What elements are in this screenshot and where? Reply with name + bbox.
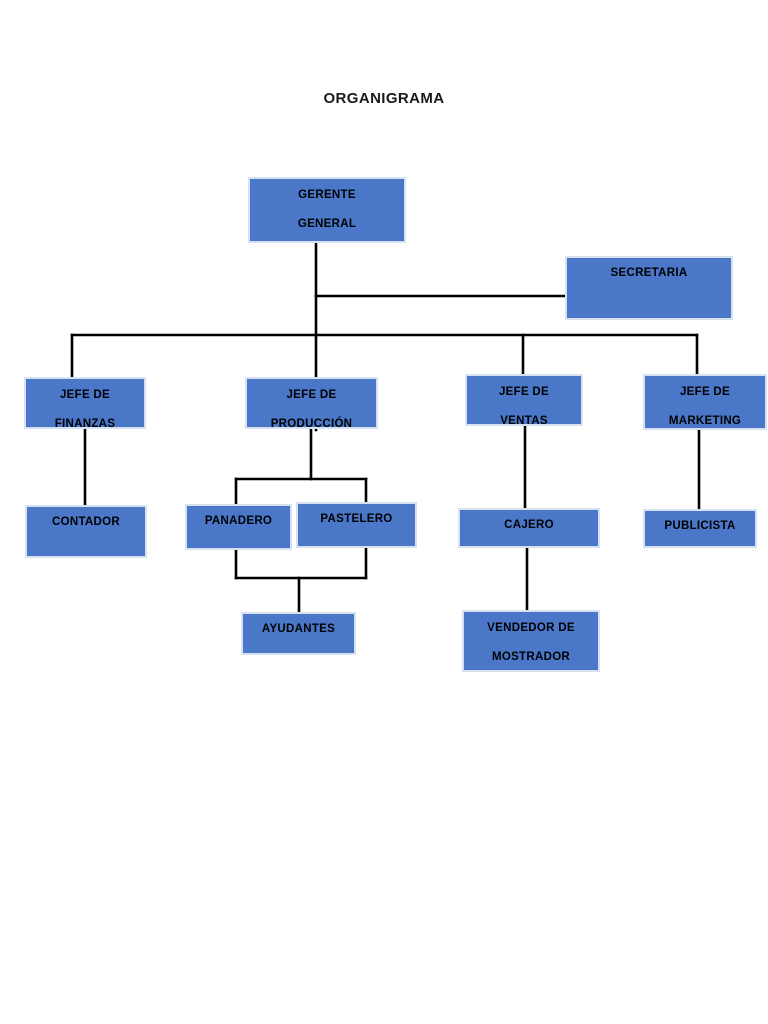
- node-secretaria[interactable]: SECRETARIA: [565, 256, 733, 320]
- node-label-line1: VENDEDOR DE: [487, 622, 575, 634]
- node-cajero[interactable]: CAJERO: [458, 508, 600, 548]
- node-label-line1: JEFE DE: [679, 386, 731, 398]
- node-jefe-de-finanzas[interactable]: JEFE DE FINANZAS: [24, 377, 146, 430]
- node-label-line1: CONTADOR: [52, 516, 120, 528]
- node-label-line2: MARKETING: [668, 415, 742, 427]
- node-label-line2: MOSTRADOR: [491, 651, 571, 663]
- node-label-line1: PASTELERO: [320, 513, 393, 525]
- node-label-line2: PRODUCCIÓN: [270, 418, 353, 430]
- node-gerente-general[interactable]: GERENTE GENERAL: [248, 177, 406, 243]
- node-label-line1: PANADERO: [204, 515, 273, 527]
- node-panadero[interactable]: PANADERO: [185, 504, 292, 550]
- node-label-line1: PUBLICISTA: [664, 520, 736, 532]
- node-label-line2: VENTAS: [500, 415, 548, 427]
- node-label-line1: CAJERO: [504, 519, 554, 531]
- node-jefe-de-marketing[interactable]: JEFE DE MARKETING: [643, 374, 767, 430]
- node-ayudantes[interactable]: AYUDANTES: [241, 612, 356, 655]
- node-label-line1: SECRETARIA: [610, 267, 688, 279]
- node-label-line2: FINANZAS: [54, 418, 116, 430]
- node-jefe-de-produccion[interactable]: JEFE DE PRODUCCIÓN: [245, 377, 378, 430]
- node-label-line1: AYUDANTES: [261, 623, 336, 635]
- node-label-line1: JEFE DE: [59, 389, 111, 401]
- node-label-line1: JEFE DE: [286, 389, 337, 401]
- node-pastelero[interactable]: PASTELERO: [296, 502, 417, 548]
- page-title: ORGANIGRAMA: [323, 90, 445, 107]
- node-label-line1: GERENTE: [298, 189, 356, 201]
- node-vendedor-de-mostrador[interactable]: VENDEDOR DE MOSTRADOR: [462, 610, 600, 672]
- node-jefe-de-ventas[interactable]: JEFE DE VENTAS: [465, 374, 583, 427]
- node-contador[interactable]: CONTADOR: [25, 505, 147, 558]
- node-label-line1: JEFE DE: [498, 386, 550, 398]
- node-label-line2: GENERAL: [297, 218, 357, 230]
- node-publicista[interactable]: PUBLICISTA: [643, 509, 757, 548]
